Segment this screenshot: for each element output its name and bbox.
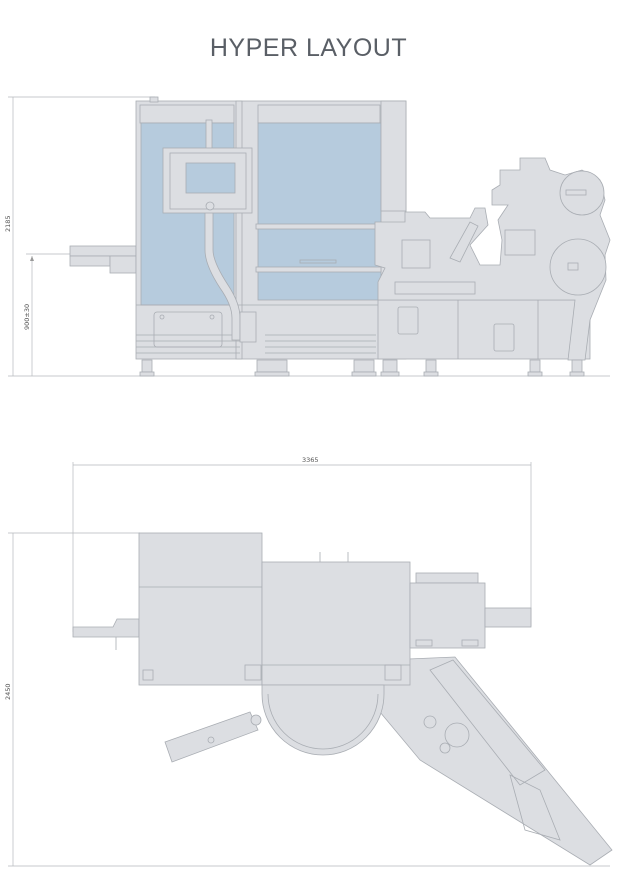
- page-title: HYPER LAYOUT: [209, 34, 408, 62]
- guard-window-right: [257, 122, 382, 301]
- feeder-box-top: [409, 582, 486, 649]
- central-unit-top: [261, 561, 411, 686]
- top-view: 3365 2450: [4, 456, 613, 867]
- dim-label-infeed: 900±30: [23, 304, 31, 330]
- infeed-conveyor: [69, 245, 137, 257]
- arrow-icon: [30, 256, 34, 261]
- machine-feet: [139, 359, 585, 377]
- dim-label-height: 2185: [4, 215, 12, 232]
- reel-upper: [559, 170, 605, 216]
- hmi-screen: [185, 162, 236, 194]
- infeed-conveyor-top: [72, 618, 140, 638]
- front-view: 2185 900±30: [4, 96, 611, 377]
- dim-label-width: 2450: [4, 683, 12, 700]
- base-unit: [377, 299, 591, 360]
- outfeed-conveyor-top: [484, 607, 532, 628]
- main-cabinet-top: [138, 532, 263, 686]
- turret-top: [261, 684, 385, 756]
- dim-label-length: 3365: [302, 456, 319, 464]
- emergency-stop-icon: [205, 201, 215, 211]
- wrapping-unit-angled: [379, 656, 613, 866]
